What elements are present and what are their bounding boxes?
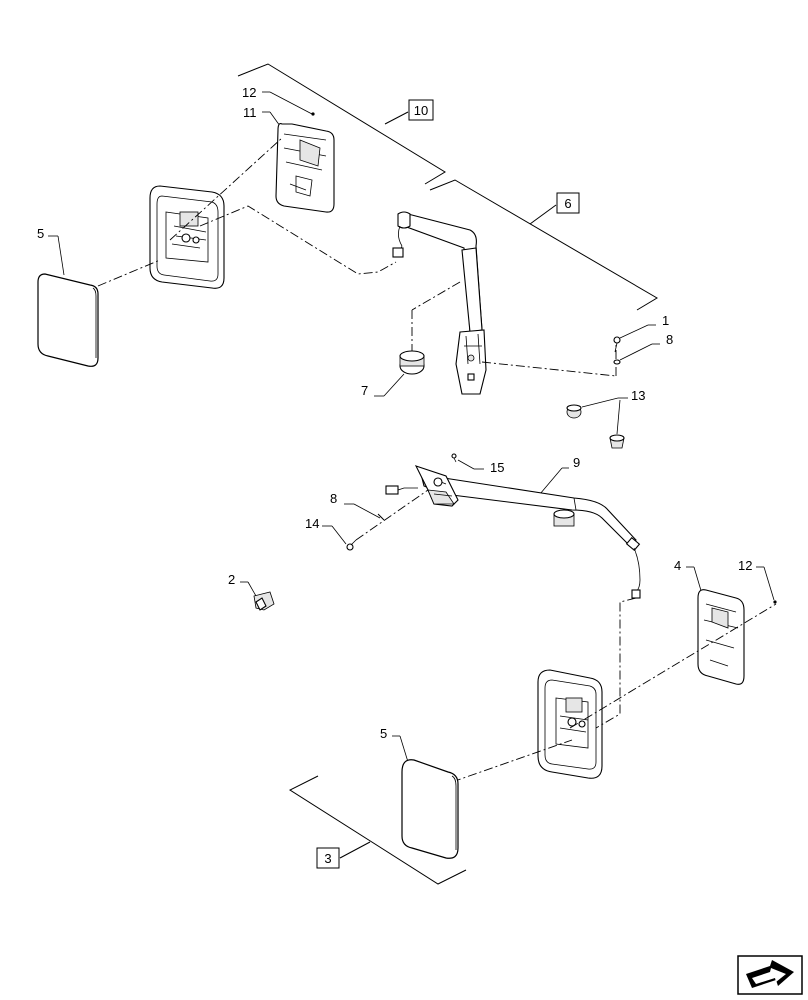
callout-8-top: 8: [666, 332, 673, 347]
callout-13: 13: [631, 388, 645, 403]
group-bracket-10: 10: [237, 63, 446, 185]
callout-9: 9: [573, 455, 580, 470]
nut-13a: [566, 404, 582, 419]
screw-15: [451, 453, 457, 463]
callout-11: 11: [243, 105, 257, 120]
callout-10: 10: [414, 103, 428, 118]
callout-12-bottom: 12: [738, 558, 752, 573]
callout-3: 3: [324, 851, 331, 866]
clip-2: [253, 591, 275, 611]
adjustment-knob-7: [399, 350, 425, 375]
upper-mirror-arm: [392, 211, 487, 395]
group-bracket-6: 6: [429, 179, 658, 311]
callout-2: 2: [228, 572, 235, 587]
mirror-glass-top: [37, 273, 99, 367]
screw-14: [346, 539, 357, 551]
callout-4: 4: [674, 558, 681, 573]
mirror-head-housing-bottom: [537, 669, 603, 779]
callout-5-top: 5: [37, 226, 44, 241]
lower-mirror-arm: [385, 465, 641, 599]
callout-14: 14: [305, 516, 319, 531]
callout-15: 15: [490, 460, 504, 475]
mirror-glass-bottom: [401, 759, 459, 859]
group-bracket-3: 3: [288, 775, 467, 885]
callout-1: 1: [662, 313, 669, 328]
callout-5-bottom: 5: [380, 726, 387, 741]
adjustment-knob-lower: [553, 509, 575, 527]
nut-13b: [609, 434, 625, 449]
callout-12-top: 12: [242, 85, 256, 100]
washer-8-mid: [377, 513, 385, 521]
callout-8-mid: 8: [330, 491, 337, 506]
next-page-arrow-icon[interactable]: [737, 955, 803, 995]
screw-1: [613, 336, 621, 353]
mirror-back-cover-top: [275, 123, 335, 213]
washer-8-top: [613, 359, 621, 365]
callout-6: 6: [564, 196, 571, 211]
callout-7: 7: [361, 383, 368, 398]
mirror-head-housing-top: [149, 185, 225, 289]
